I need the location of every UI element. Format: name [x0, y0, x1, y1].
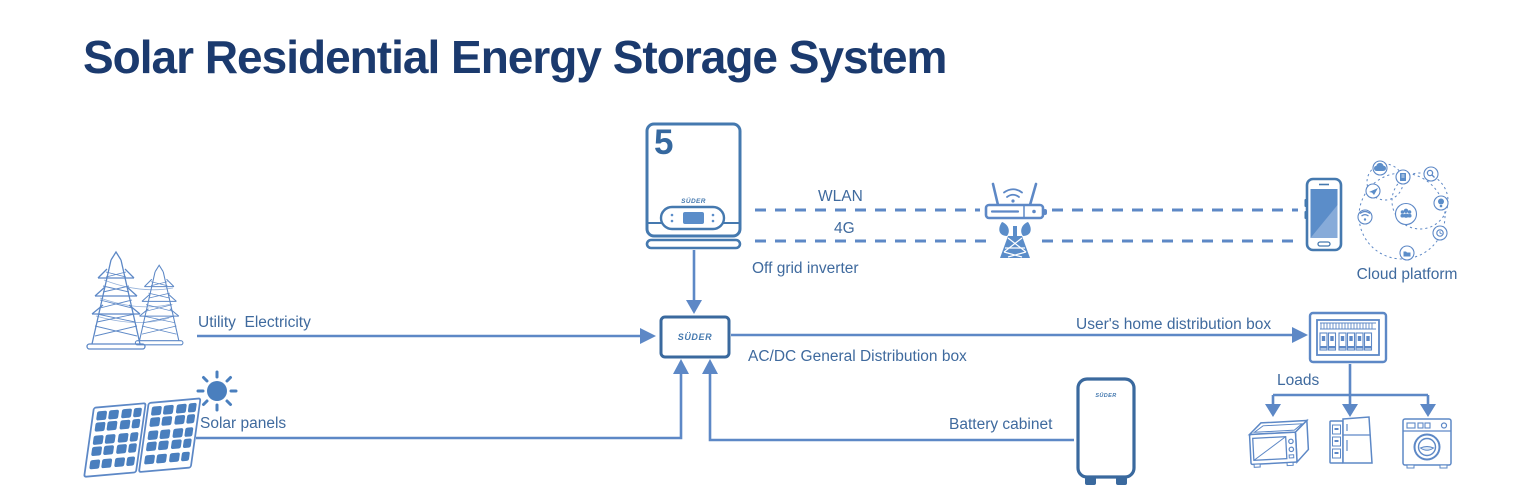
brand-logo: SÜDER — [677, 332, 713, 342]
4g-tower-icon — [999, 222, 1031, 258]
home-distribution-box-icon — [1308, 311, 1388, 364]
acdc-distribution-box: SÜDER — [659, 315, 731, 359]
brand-logo: SÜDER — [1095, 393, 1117, 399]
inverter-to-acdc-arrow — [686, 250, 702, 314]
battery-cabinet-icon: SÜDER — [1074, 377, 1138, 487]
cloud-platform-label: Cloud platform — [1356, 266, 1458, 283]
page-title: Solar Residential Energy Storage System — [83, 31, 947, 83]
solar-panels-label: Solar panels — [200, 415, 287, 432]
acdc-box-label: AC/DC General Distribution box — [748, 348, 967, 365]
brand-logo: SÜDER — [681, 198, 706, 205]
battery-to-acdc-arrow — [702, 359, 1074, 442]
wifi-router-icon — [984, 182, 1047, 220]
sun-icon — [196, 370, 238, 412]
cloud-platform-icon — [1357, 160, 1449, 261]
homebox-to-loads-arrows — [1265, 364, 1436, 417]
solar-panels-icon — [83, 397, 202, 478]
utility-electricity-label: Utility Electricity — [198, 314, 311, 331]
4g-label: 4G — [834, 220, 855, 237]
inverter-badge: 5 — [654, 123, 674, 162]
oven-icon — [1247, 418, 1310, 468]
home-box-label: User's home distribution box — [1076, 316, 1272, 333]
smartphone-icon — [1304, 177, 1343, 252]
wlan-label: WLAN — [818, 188, 863, 205]
solar-to-acdc-arrow — [196, 359, 689, 440]
washing-machine-icon — [1402, 418, 1452, 469]
inverter-device: 5 SÜDER — [645, 122, 742, 250]
refrigerator-icon — [1329, 416, 1373, 464]
utility-towers-icon — [86, 251, 184, 350]
battery-cabinet-label: Battery cabinet — [949, 416, 1053, 433]
utility-to-acdc-arrow — [197, 328, 656, 344]
loads-label: Loads — [1277, 372, 1320, 389]
inverter-label: Off grid inverter — [752, 260, 859, 277]
acdc-to-homebox-arrow — [731, 327, 1308, 343]
